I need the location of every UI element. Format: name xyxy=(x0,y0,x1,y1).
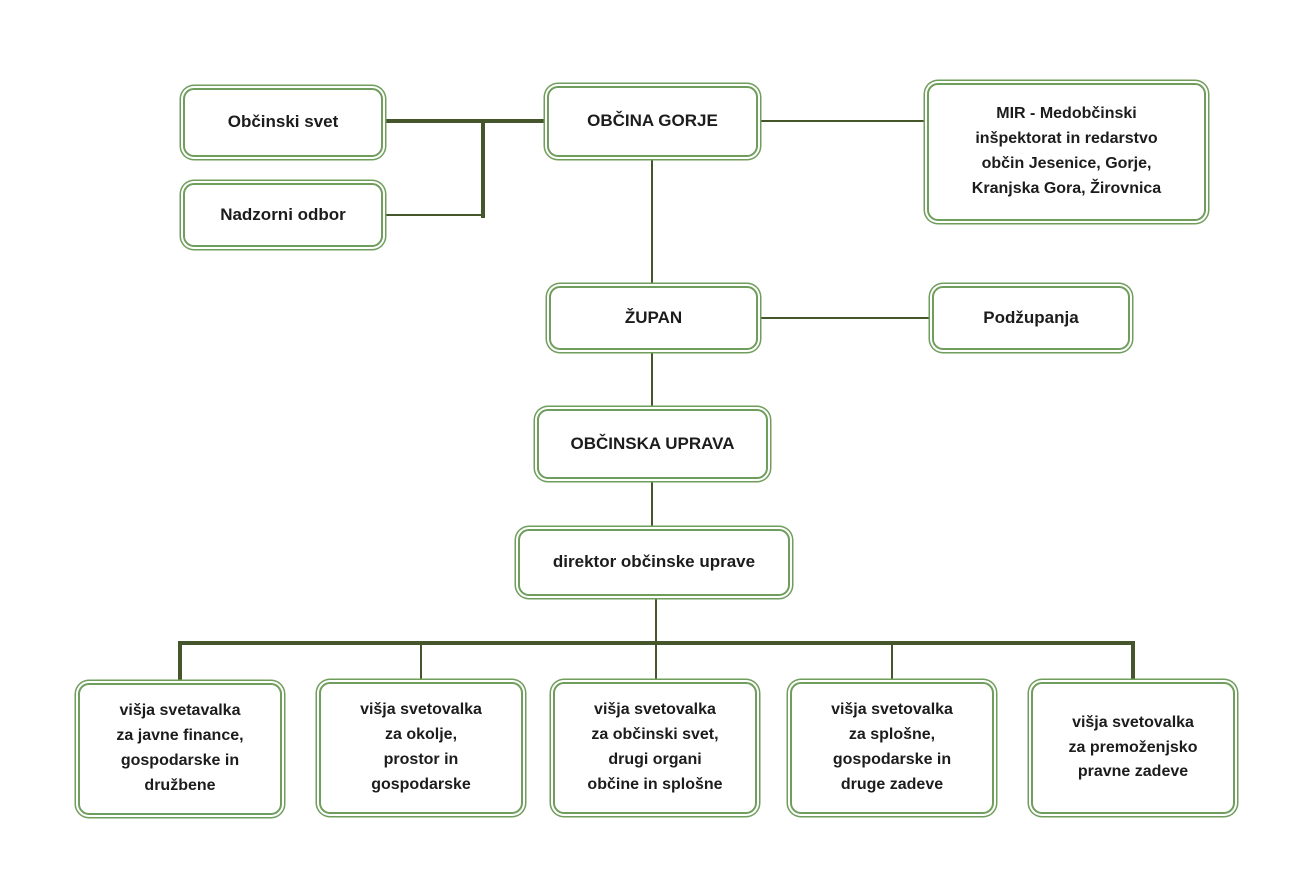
connector-junction-vertical xyxy=(481,119,485,218)
node-nadzorni-odbor-label: Nadzorni odbor xyxy=(220,204,346,224)
node-obcina-gorje: OBČINA GORJE xyxy=(547,86,758,157)
connector-obcinska-uprava-direktor xyxy=(651,479,653,530)
node-visja-svetavalka-javne-finance: višja svetavalka za javne finance, gospo… xyxy=(78,683,282,815)
connector-bus-drop-4 xyxy=(891,645,893,683)
node-obcinski-svet: Občinski svet xyxy=(183,88,383,157)
node-visja-svetovalka-obcinski-svet-label: višja svetovalka za občinski svet, drugi… xyxy=(587,701,723,793)
connector-bus-drop-3 xyxy=(655,645,657,683)
node-zupan: ŽUPAN xyxy=(549,286,758,350)
node-visja-svetovalka-splosne: višja svetovalka za splošne, gospodarske… xyxy=(790,682,994,814)
connector-obcina-gorje-mir xyxy=(758,120,927,122)
node-mir-label: MIR - Medobčinski inšpektorat in redarst… xyxy=(971,105,1162,197)
node-obcinski-svet-label: Občinski svet xyxy=(227,112,339,132)
node-visja-svetavalka-javne-finance-label: višja svetavalka za javne finance, gospo… xyxy=(116,702,244,794)
connector-bus-drop-2 xyxy=(420,645,422,683)
connector-bus-drop-1 xyxy=(178,641,182,684)
node-nadzorni-odbor: Nadzorni odbor xyxy=(183,183,383,247)
node-visja-svetovalka-premozenjsko-label: višja svetovalka za premoženjsko pravne … xyxy=(1068,713,1198,781)
node-podzupanja: Podžupanja xyxy=(932,286,1130,350)
node-zupan-label: ŽUPAN xyxy=(624,307,683,327)
connector-zupan-podzupanja xyxy=(758,317,932,319)
connector-zupan-obcinska-uprava xyxy=(651,350,653,410)
connector-nadzorni-odbor-junction xyxy=(383,214,483,216)
connector-bus-horizontal xyxy=(178,641,1135,645)
node-obcina-gorje-label: OBČINA GORJE xyxy=(587,111,718,131)
node-direktor-obcinske-uprave: direktor občinske uprave xyxy=(518,529,790,596)
node-obcinska-uprava-label: OBČINSKA UPRAVA xyxy=(570,433,735,453)
connector-direktor-bus xyxy=(655,596,657,643)
connector-obcinski-svet-obcina-gorje xyxy=(383,119,547,123)
node-mir: MIR - Medobčinski inšpektorat in redarst… xyxy=(927,83,1206,221)
node-visja-svetovalka-okolje: višja svetovalka za okolje, prostor in g… xyxy=(319,682,523,814)
node-visja-svetovalka-splosne-label: višja svetovalka za splošne, gospodarske… xyxy=(831,701,953,793)
node-podzupanja-label: Podžupanja xyxy=(983,307,1079,327)
node-visja-svetovalka-obcinski-svet: višja svetovalka za občinski svet, drugi… xyxy=(553,682,757,814)
node-direktor-obcinske-uprave-label: direktor občinske uprave xyxy=(552,552,756,572)
connector-bus-drop-5 xyxy=(1131,641,1135,684)
connector-obcina-gorje-zupan xyxy=(651,157,653,287)
node-obcinska-uprava: OBČINSKA UPRAVA xyxy=(537,409,768,479)
node-visja-svetovalka-premozenjsko: višja svetovalka za premoženjsko pravne … xyxy=(1031,682,1235,814)
node-visja-svetovalka-okolje-label: višja svetovalka za okolje, prostor in g… xyxy=(360,701,482,793)
